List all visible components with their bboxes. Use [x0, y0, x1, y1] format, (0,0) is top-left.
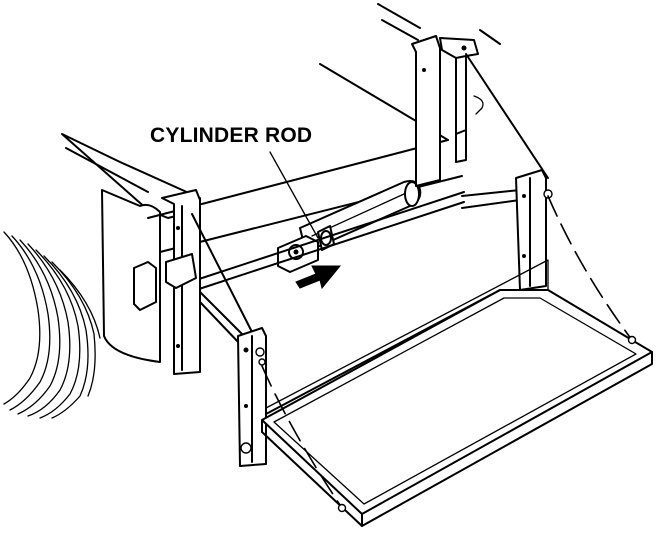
cylinder-rod-label: CYLINDER ROD — [150, 124, 313, 147]
lift-chains-dashed — [261, 195, 637, 513]
cross-members — [195, 189, 521, 345]
right-front-post — [515, 169, 553, 291]
left-rear-post — [161, 189, 201, 375]
lift-chains — [191, 53, 549, 333]
arrow-right-icon — [295, 265, 342, 290]
truck-body-roof — [319, 3, 501, 141]
callout-leader-line — [269, 151, 319, 239]
right-rear-post — [411, 35, 484, 187]
tire-tread — [3, 231, 101, 419]
left-front-post — [237, 327, 267, 467]
truck-body-side — [61, 133, 463, 363]
lift-platform — [261, 259, 653, 527]
hydraulic-cylinder — [277, 180, 422, 273]
